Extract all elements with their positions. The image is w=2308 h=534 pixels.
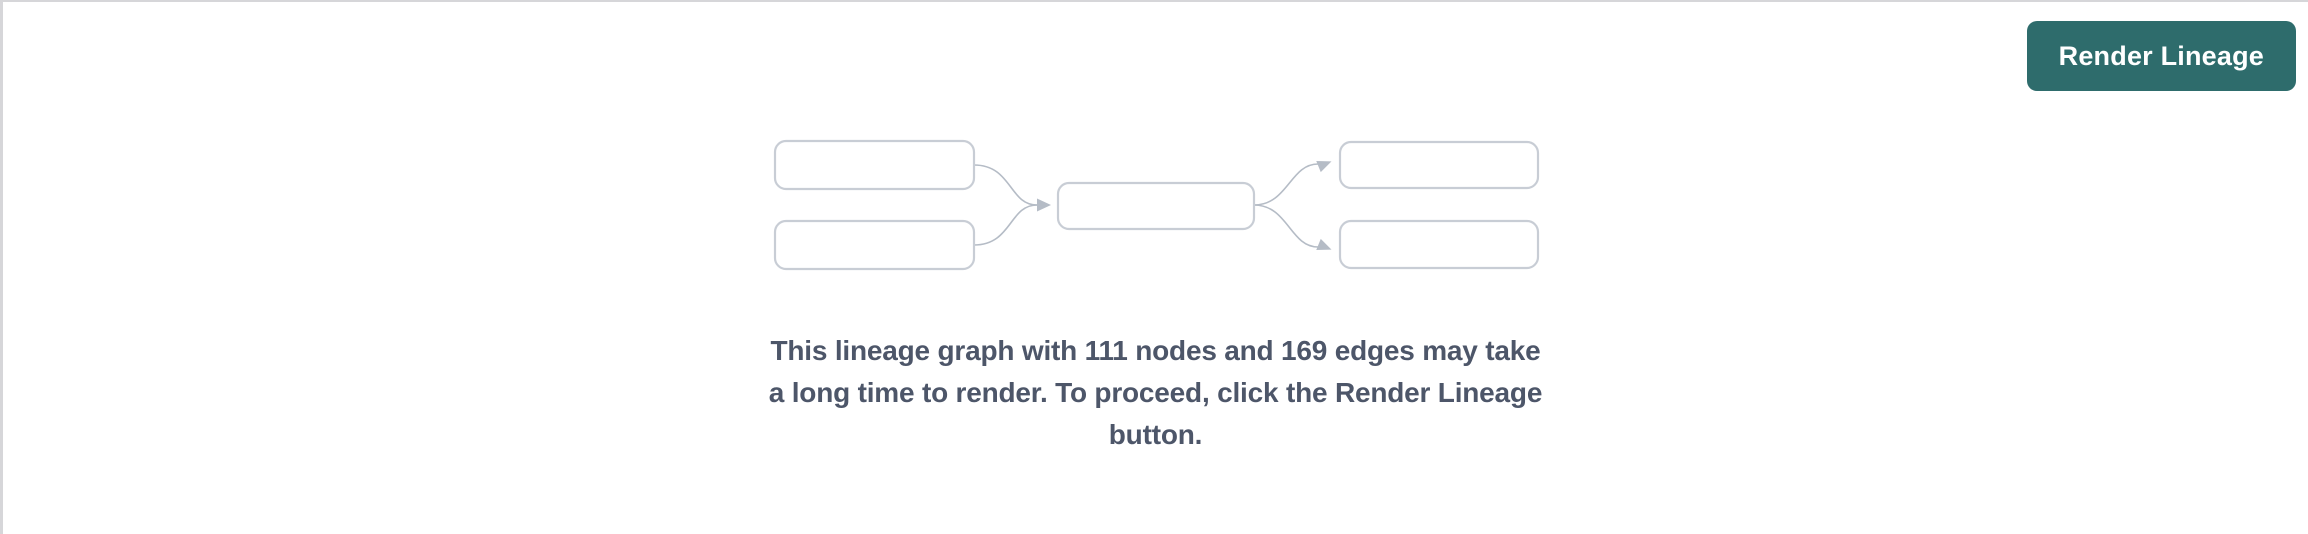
message-line: a long time to render. To proceed, click… [768, 377, 1543, 408]
placeholder-node [773, 219, 975, 271]
message-line: This lineage graph with 111 nodes and 16… [770, 335, 1541, 366]
lineage-graph-placeholder-icon [773, 139, 1539, 271]
placeholder-node [1338, 140, 1539, 190]
render-lineage-button-label: Render Lineage [2058, 40, 2264, 71]
placeholder-node [1056, 181, 1255, 231]
placeholder-edge [973, 164, 1037, 206]
message-line: button. [1108, 419, 1203, 450]
placeholder-edge [1253, 163, 1318, 206]
lineage-warning-message: This lineage graph with 111 nodes and 16… [768, 330, 1543, 456]
placeholder-arrowhead-icon [1315, 238, 1331, 250]
placeholder-arrowhead-icon [1036, 198, 1051, 212]
placeholder-node [1338, 219, 1539, 270]
placeholder-edge [1253, 204, 1318, 248]
placeholder-edge [973, 204, 1037, 246]
lineage-empty-state: This lineage graph with 111 nodes and 16… [3, 134, 2308, 456]
render-lineage-button[interactable]: Render Lineage [2026, 21, 2296, 91]
placeholder-arrowhead-icon [1315, 161, 1331, 173]
placeholder-node [773, 139, 975, 191]
